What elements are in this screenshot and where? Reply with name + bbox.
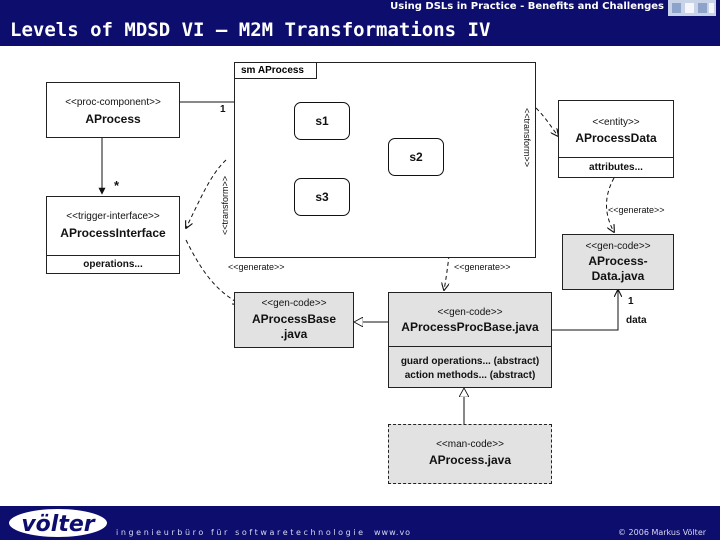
data-separator	[559, 157, 673, 158]
state-s2: s2	[388, 138, 444, 176]
base-stereotype: <<gen-code>>	[261, 298, 327, 309]
multiplicity-star-label: *	[114, 178, 120, 193]
assoc-procbase-datajava	[552, 290, 618, 331]
transform-label-right: <<transform>>	[522, 108, 532, 168]
state-s3: s3	[294, 178, 350, 216]
generate-label-left: <<generate>>	[228, 262, 285, 272]
footer-tagline: ingenieurbüro für softwaretechnologie	[116, 528, 366, 537]
generate-arrow-left	[185, 239, 240, 304]
interface-attr: operations...	[83, 259, 143, 270]
interface-separator	[47, 255, 179, 256]
interface-stereotype: <<trigger-interface>>	[66, 211, 160, 222]
procbase-name: AProcessProcBase.java	[401, 320, 539, 334]
manual-stereotype: <<man-code>>	[436, 439, 504, 450]
datajava-name-line1: AProcess-	[588, 254, 648, 268]
data-name: AProcessData	[575, 131, 657, 145]
datajava-name-line2: Data.java	[591, 269, 645, 283]
generate-arrow-right	[606, 177, 615, 232]
footer-url: www.vo	[374, 528, 412, 537]
slide-footer	[0, 506, 720, 540]
interface-name: AProcessInterface	[60, 226, 166, 240]
aprocess-box: <<proc-component>> AProcess	[46, 82, 180, 138]
interface-box: <<trigger-interface>> AProcessInterface …	[46, 196, 180, 274]
data-box: <<entity>> AProcessData attributes...	[558, 100, 674, 178]
manual-box: <<man-code>> AProcess.java	[388, 424, 552, 484]
transform-label-left: <<transform>>	[220, 175, 230, 235]
datajava-stereotype: <<gen-code>>	[585, 241, 651, 252]
state-machine-label: sm AProcess	[235, 63, 317, 79]
footer-copyright: © 2006 Markus Völter	[618, 528, 707, 537]
aprocess-name: AProcess	[85, 112, 141, 126]
datajava-box: <<gen-code>> AProcess- Data.java	[562, 234, 674, 290]
data-attr: attributes...	[589, 162, 643, 173]
aprocess-stereotype: <<proc-component>>	[65, 97, 161, 108]
manual-name: AProcess.java	[428, 453, 512, 467]
presentation-title: Using DSLs in Practice - Benefits and Ch…	[390, 1, 664, 12]
data-role-label: data	[626, 315, 647, 326]
generate-label-right: <<generate>>	[608, 205, 665, 215]
base-name-line2: .java	[280, 327, 308, 341]
data-stereotype: <<entity>>	[592, 117, 640, 128]
transform-arrow-left	[186, 159, 227, 228]
multiplicity-one-label: 1	[220, 104, 226, 115]
slide-title: Levels of MDSD VI – M2M Transformations …	[10, 19, 491, 41]
base-name-line1: AProcessBase	[251, 312, 337, 326]
header-logo-icon	[668, 0, 716, 16]
voelter-logo-icon: völter	[7, 507, 109, 539]
slide-header	[0, 0, 720, 46]
procbase-stereotype: <<gen-code>>	[437, 307, 503, 318]
logo-text: völter	[21, 512, 95, 537]
procbase-attr-line2: action methods... (abstract)	[404, 370, 536, 381]
procbase-attr-line1: guard operations... (abstract)	[400, 356, 540, 367]
base-box: <<gen-code>> AProcessBase .java	[234, 292, 354, 348]
transform-arrow-right	[535, 107, 558, 136]
generate-label-mid: <<generate>>	[454, 262, 511, 272]
procbase-box: <<gen-code>> AProcessProcBase.java guard…	[388, 292, 552, 388]
multiplicity-one-label-data: 1	[628, 296, 634, 307]
procbase-separator	[389, 346, 551, 347]
state-machine-frame: sm AProcess	[234, 62, 536, 258]
state-s1: s1	[294, 102, 350, 140]
